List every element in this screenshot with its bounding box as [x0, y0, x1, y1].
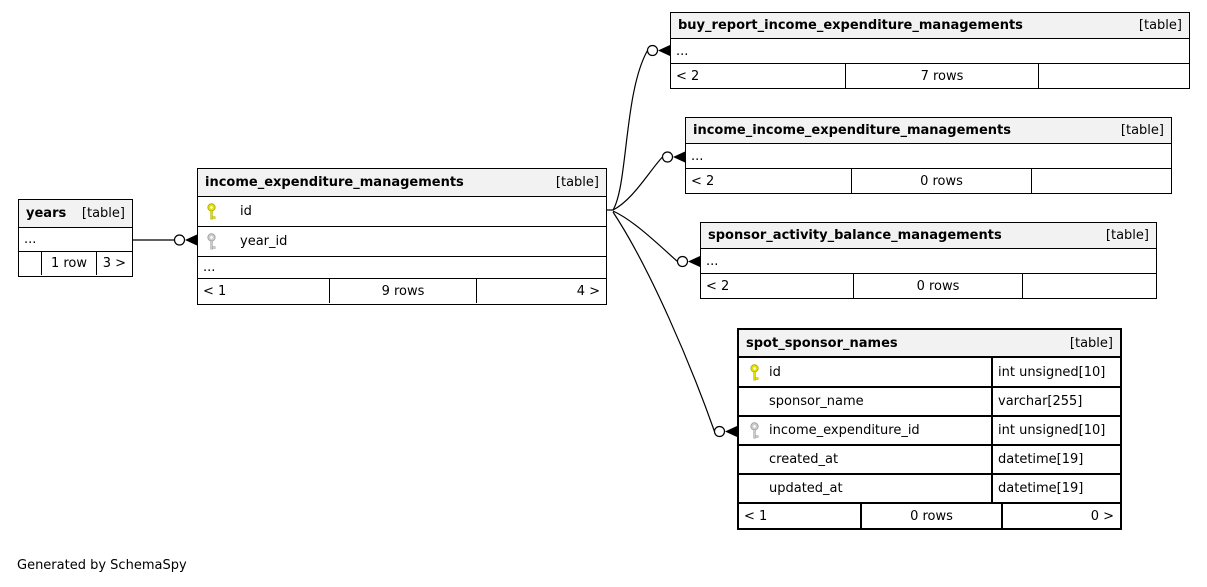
column-name: sponsor_name [769, 394, 864, 409]
key-slot-empty [748, 393, 761, 410]
footer-degree-in[interactable]: < 1 [203, 283, 227, 299]
column-type: int unsigned[10] [991, 417, 1120, 444]
ellipsis-text: ... [691, 148, 704, 164]
foreign-key-icon [207, 233, 216, 250]
table-title: sponsor_activity_balance_managements [708, 228, 1002, 243]
column-row-created-at[interactable]: created_at datetime[19] [739, 446, 1120, 475]
footer-degree-in[interactable]: < 2 [676, 68, 700, 84]
generated-by-credit: Generated by SchemaSpy [17, 558, 187, 573]
key-slot-empty [748, 451, 761, 468]
footer-degree-in [19, 252, 41, 275]
edge-iem-to-sponsor-activity [612, 210, 678, 262]
primary-key-icon [207, 203, 216, 220]
table-footer: < 2 0 rows [701, 274, 1156, 298]
column-row-id[interactable]: id [198, 197, 606, 227]
table-tag: [table] [81, 206, 125, 221]
table-footer: 1 row 3 > [19, 252, 132, 275]
column-name: updated_at [769, 481, 843, 496]
edge-iem-to-buy-report [612, 50, 649, 211]
footer-degree-out [1022, 274, 1156, 298]
table-sponsor-activity-balance-managements[interactable]: sponsor_activity_balance_managements [ta… [700, 222, 1157, 299]
column-name: year_id [240, 234, 288, 249]
collapsed-columns-row: ... [19, 228, 132, 252]
column-name: income_expenditure_id [769, 423, 920, 438]
footer-row-count: 1 row [41, 252, 96, 275]
edge-end-markers [173, 44, 737, 438]
collapsed-columns-row: ... [686, 144, 1171, 169]
column-row-sponsor-name[interactable]: sponsor_name varchar[255] [739, 388, 1120, 417]
key-slot-empty [748, 480, 761, 497]
footer-row-count: 0 rows [853, 274, 1022, 298]
column-row-income-expenditure-id[interactable]: income_expenditure_id int unsigned[10] [739, 417, 1120, 446]
ellipsis-text: ... [676, 43, 689, 59]
table-footer: < 1 0 rows 0 > [739, 504, 1120, 528]
footer-degree-in[interactable]: < 2 [706, 278, 730, 294]
footer-degree-in[interactable]: < 2 [691, 173, 715, 189]
ellipsis-text: ... [24, 232, 37, 247]
table-title: income_income_expenditure_managements [693, 123, 1011, 138]
column-name: created_at [769, 452, 839, 467]
footer-row-count: 7 rows [845, 64, 1038, 88]
table-footer: < 1 9 rows 4 > [198, 279, 606, 303]
edge-iem-to-spot-sponsor [612, 211, 716, 432]
primary-key-icon [750, 363, 759, 380]
table-title: years [26, 206, 67, 221]
column-name: id [769, 364, 781, 380]
ellipsis-text: ... [706, 253, 719, 269]
table-header: spot_sponsor_names [table] [739, 330, 1120, 358]
footer-degree-out [1038, 64, 1189, 88]
table-title: spot_sponsor_names [746, 335, 898, 351]
collapsed-columns-row: ... [198, 257, 606, 279]
footer-row-count: 0 rows [860, 504, 1001, 528]
table-tag: [table] [555, 175, 599, 190]
column-type: datetime[19] [991, 446, 1120, 473]
table-buy-report-income-expenditure-managements[interactable]: buy_report_income_expenditure_management… [670, 12, 1190, 89]
column-row-id[interactable]: id int unsigned[10] [739, 358, 1120, 388]
table-footer: < 2 0 rows [686, 169, 1171, 193]
column-type: varchar[255] [991, 388, 1120, 415]
footer-degree-out[interactable]: 4 > [476, 279, 606, 303]
table-header: buy_report_income_expenditure_management… [671, 13, 1189, 39]
table-spot-sponsor-names[interactable]: spot_sponsor_names [table] id int unsign… [737, 328, 1122, 530]
table-header: sponsor_activity_balance_managements [ta… [701, 223, 1156, 249]
table-years[interactable]: years [table] ... 1 row 3 > [18, 199, 133, 277]
column-row-updated-at[interactable]: updated_at datetime[19] [739, 475, 1120, 504]
footer-row-count: 9 rows [329, 279, 476, 303]
table-years-header: years [table] [19, 200, 132, 228]
edge-iem-to-income-income [612, 156, 663, 211]
footer-degree-out[interactable]: 0 > [1001, 504, 1120, 528]
footer-degree-in[interactable]: < 1 [744, 508, 768, 524]
column-type: int unsigned[10] [991, 358, 1120, 386]
footer-degree-out[interactable]: 3 > [96, 252, 132, 275]
footer-row-count: 0 rows [851, 169, 1031, 193]
ellipsis-text: ... [203, 260, 216, 275]
table-tag: [table] [1105, 228, 1149, 243]
table-header: income_income_expenditure_managements [t… [686, 118, 1171, 144]
table-income-income-expenditure-managements[interactable]: income_income_expenditure_managements [t… [685, 117, 1172, 194]
column-row-year-id[interactable]: year_id [198, 227, 606, 257]
table-footer: < 2 7 rows [671, 64, 1189, 88]
foreign-key-icon [750, 422, 759, 439]
table-title: buy_report_income_expenditure_management… [678, 18, 1023, 33]
collapsed-columns-row: ... [671, 39, 1189, 64]
collapsed-columns-row: ... [701, 249, 1156, 274]
table-tag: [table] [1120, 123, 1164, 138]
table-tag: [table] [1069, 335, 1113, 351]
table-income-expenditure-managements[interactable]: income_expenditure_managements [table] i… [197, 168, 607, 305]
footer-degree-out [1031, 169, 1171, 193]
table-header: income_expenditure_managements [table] [198, 169, 606, 197]
table-title: income_expenditure_managements [205, 175, 464, 190]
column-name: id [240, 204, 252, 219]
table-tag: [table] [1138, 18, 1182, 33]
column-type: datetime[19] [991, 475, 1120, 502]
